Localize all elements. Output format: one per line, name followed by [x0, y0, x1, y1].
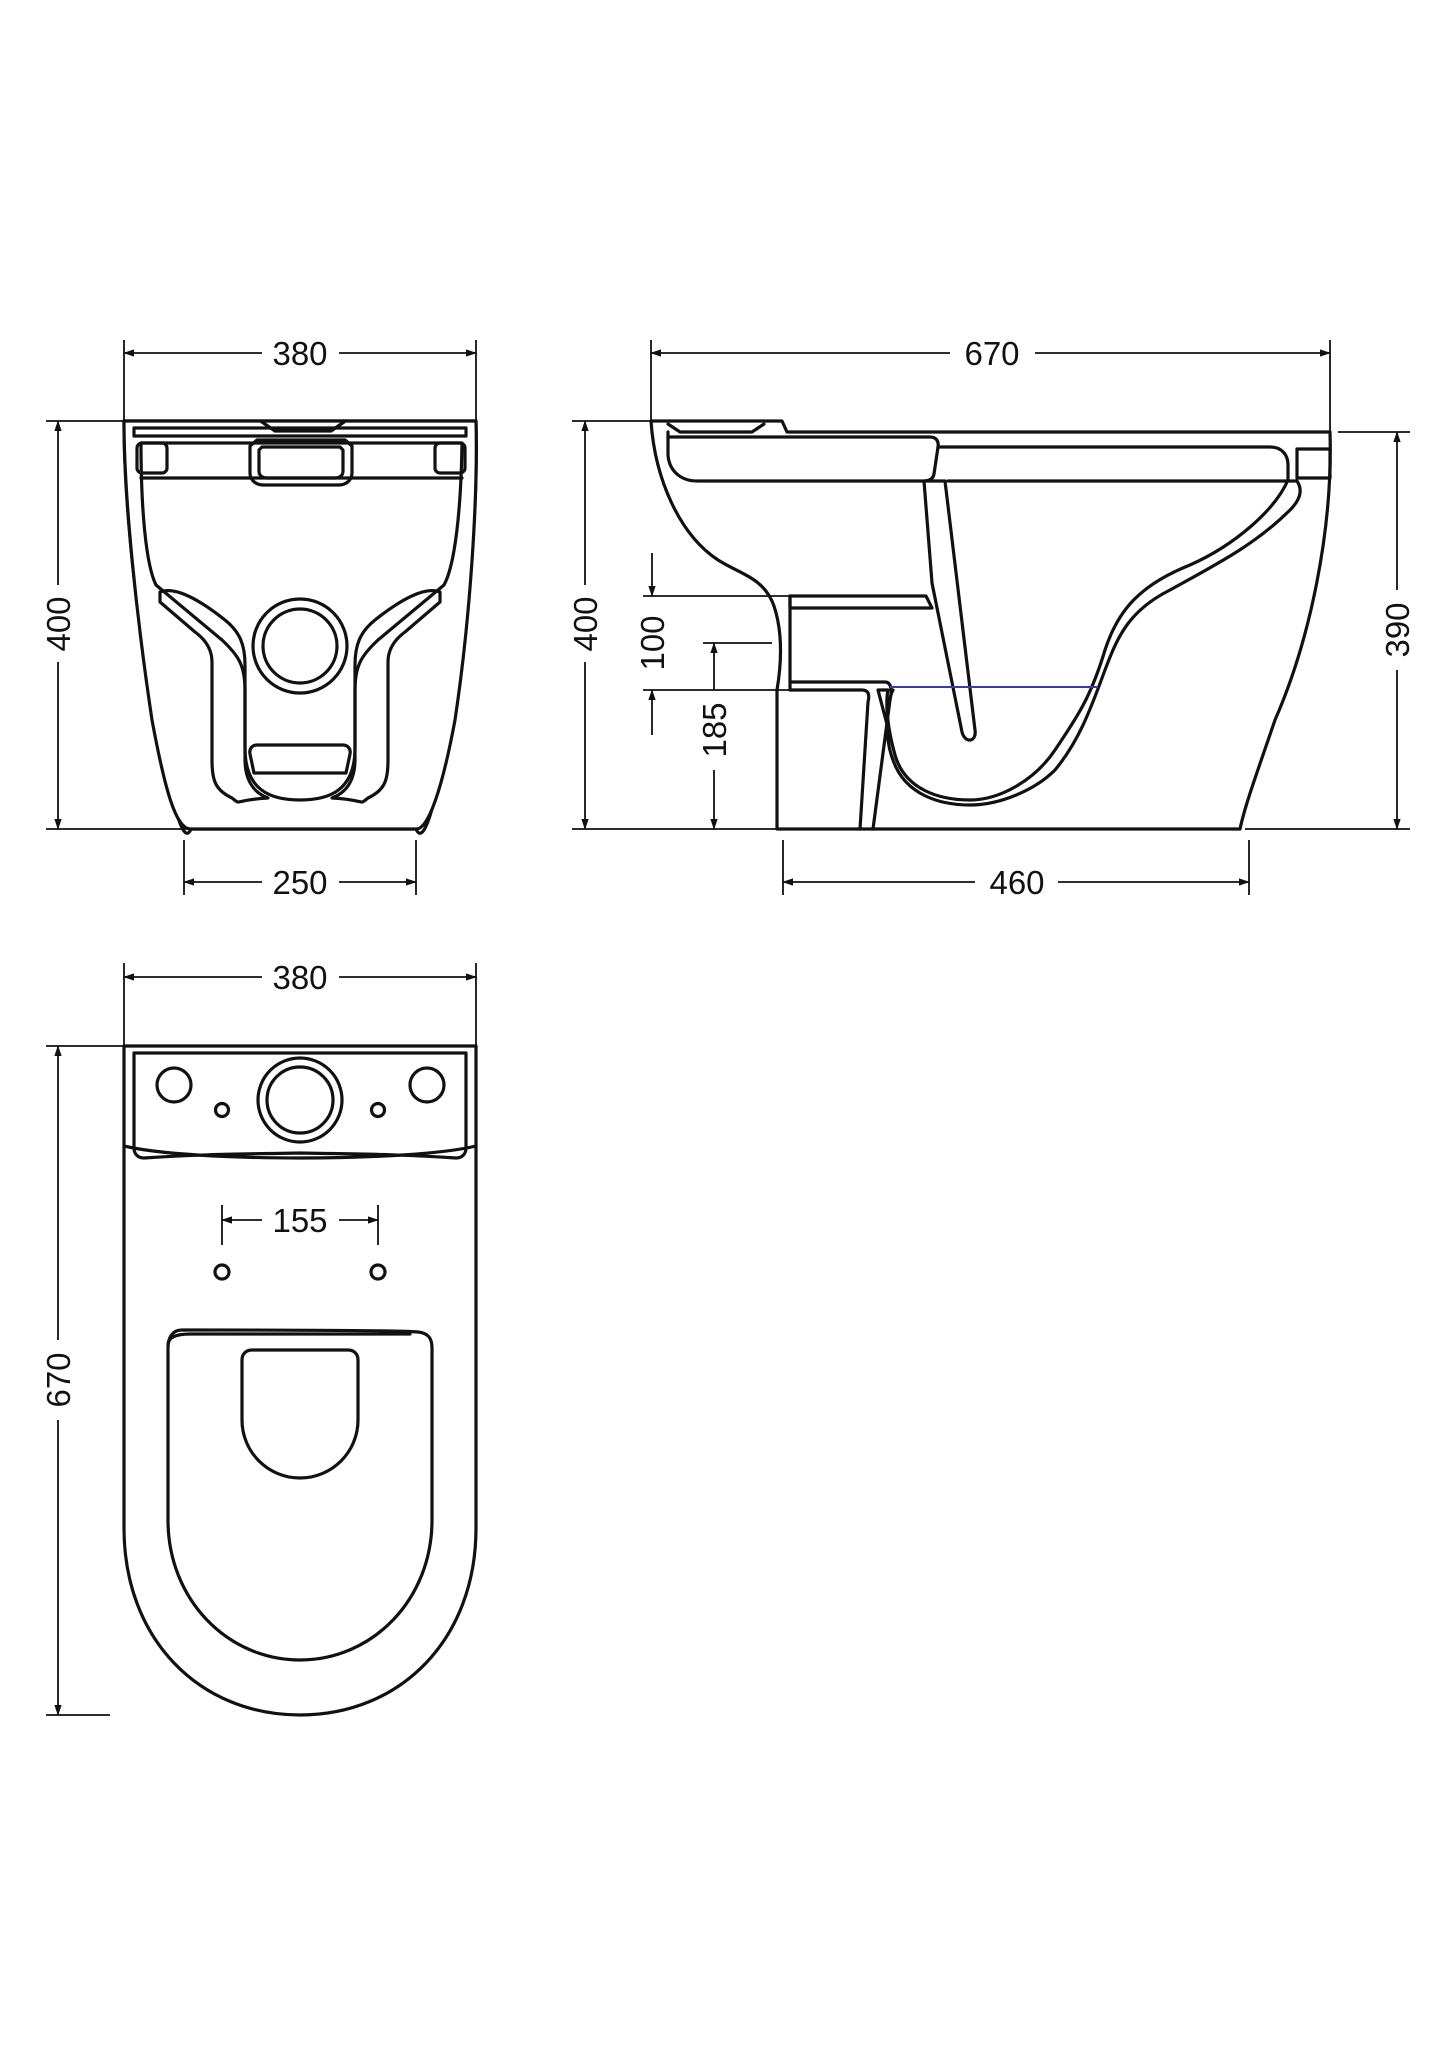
plan-flush-button-outer	[256, 1056, 344, 1144]
plan-body-outline	[122, 1044, 478, 1717]
dim-label: 380	[272, 335, 327, 372]
front-valve-box-inner	[257, 445, 345, 480]
side-trap-wall	[788, 688, 871, 831]
plan-cistern-edge	[122, 1144, 478, 1160]
dim-label: 670	[964, 335, 1019, 372]
dim-plan-length: 670	[40, 1045, 124, 1716]
dim-label: 400	[40, 596, 77, 651]
front-inner-right	[330, 589, 442, 804]
plan-hole-left-small	[213, 1101, 231, 1119]
plan-hole-right-large	[408, 1066, 446, 1104]
dim-label: 670	[40, 1352, 77, 1407]
front-outlet-ring-outer	[251, 597, 349, 695]
side-outlet	[788, 594, 934, 610]
front-inner-left	[158, 589, 270, 804]
front-valve-box	[248, 438, 354, 487]
dim-outlet-centre: 185	[696, 642, 772, 830]
dim-seat-centres: 155	[221, 1202, 379, 1245]
dim-front-height: 400	[40, 420, 191, 830]
front-trough	[248, 743, 352, 775]
plan-lid-handle	[240, 1348, 360, 1480]
plan-seat-front	[166, 1332, 412, 1347]
dim-front-width: 380	[123, 335, 477, 421]
side-siphon-wall	[922, 479, 977, 742]
dim-label: 185	[696, 702, 733, 757]
side-flush-channel	[876, 445, 1290, 802]
dim-label: 400	[567, 596, 604, 651]
front-cistern-inner	[139, 441, 464, 802]
front-pocket-left	[135, 441, 169, 475]
front-lid	[132, 426, 468, 438]
dim-label: 390	[1379, 602, 1416, 657]
plan-seat	[166, 1328, 434, 1662]
dim-label: 460	[989, 864, 1044, 901]
dim-side-length: 670	[650, 335, 1331, 432]
side-rim-inner	[885, 479, 1302, 807]
dim-side-base: 460	[782, 840, 1250, 901]
side-lid-button	[666, 422, 766, 434]
plan-hole-right-small	[369, 1101, 387, 1119]
dim-label: 155	[272, 1202, 327, 1239]
plan-cistern-lid	[132, 1051, 468, 1160]
dim-side-height-left: 400	[567, 420, 777, 830]
plan-hole-left-large	[155, 1066, 193, 1104]
plan-seat-fixing-right	[369, 1263, 387, 1281]
front-body-outline-clean	[122, 419, 478, 831]
dim-plan-width: 380	[123, 959, 477, 1046]
front-lid-button	[260, 420, 346, 433]
side-cistern-inner	[666, 435, 940, 483]
plan-view	[122, 1044, 478, 1717]
dim-front-base: 250	[183, 840, 417, 901]
dim-label: 380	[272, 959, 327, 996]
side-view	[649, 419, 1332, 831]
dim-outlet-height: 100	[634, 553, 790, 735]
plan-flush-button-inner	[265, 1065, 335, 1135]
side-outlet-lower	[788, 680, 893, 831]
dim-label: 250	[272, 864, 327, 901]
side-bowl	[1295, 447, 1332, 480]
plan-seat-fixing-left	[213, 1263, 231, 1281]
dim-label: 100	[634, 615, 671, 670]
dim-side-height-right: 390	[1245, 431, 1416, 830]
front-view	[122, 419, 478, 835]
front-outlet-ring-inner	[261, 607, 339, 685]
front-pocket-right	[433, 441, 467, 475]
